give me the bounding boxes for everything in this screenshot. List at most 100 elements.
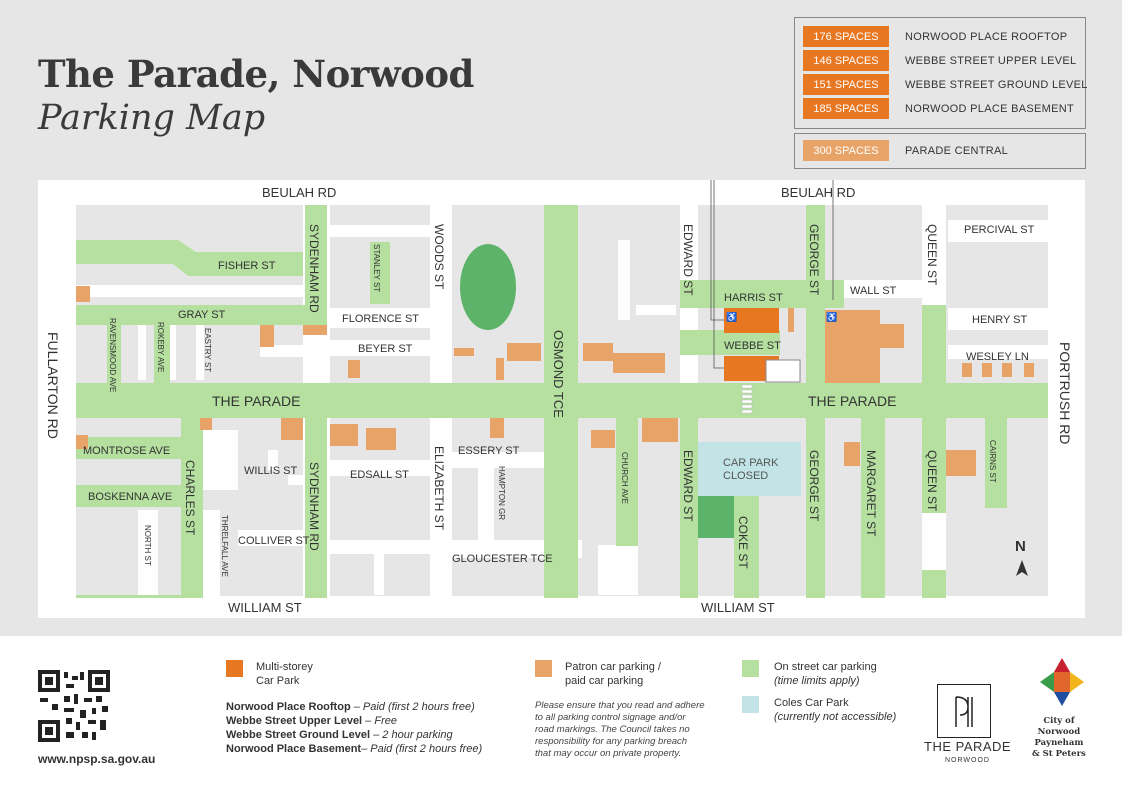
parade-central-legend: 300 SPACES PARADE CENTRAL: [794, 133, 1086, 169]
multi-storey-swatch: [226, 660, 243, 677]
parade-logo-icon: [937, 684, 991, 738]
road-label: GEORGE ST: [807, 224, 821, 296]
lane: [330, 308, 430, 328]
legend-row: 146 SPACES WEBBE STREET UPPER LEVEL: [803, 50, 1076, 71]
lane: [168, 310, 176, 380]
patron-lot: [642, 418, 678, 442]
road-label: HARRIS ST: [724, 292, 783, 304]
patron-lot: [281, 418, 303, 440]
patron-lot: [788, 308, 794, 332]
road-label: WILLIAM ST: [701, 600, 775, 615]
boskenna-ave-road: [76, 485, 181, 507]
carpark-info-note: – Paid (first 2 hours free): [350, 701, 475, 713]
road-label: THRELFALL AVE: [220, 515, 229, 577]
lane: [260, 345, 320, 357]
road-label: GRAY ST: [178, 309, 226, 321]
patron-lot: [490, 418, 504, 438]
road-label: BOSKENNA AVE: [88, 491, 172, 503]
road-label: BEULAH RD: [781, 185, 855, 200]
patron-lot: [76, 435, 88, 449]
spaces-badge: 185 SPACES: [803, 98, 889, 119]
carpark-info-row: Webbe Street Ground Level – 2 hour parki…: [226, 728, 453, 742]
roads: [38, 180, 1085, 618]
spaces-badge: 146 SPACES: [803, 50, 889, 71]
website-link[interactable]: www.npsp.sa.gov.au: [38, 752, 156, 766]
road-label: ESSERY ST: [458, 445, 520, 457]
patron-lot: [330, 424, 358, 446]
george-st-north-road: [806, 205, 825, 408]
patron-lot: [946, 450, 976, 476]
road-label: SYDENHAM RD: [307, 224, 321, 313]
lane: [330, 540, 430, 554]
lane: [200, 510, 220, 598]
road-label: BEULAH RD: [262, 185, 336, 200]
multi-storey-label: Multi-storey Car Park: [256, 661, 313, 687]
lane: [138, 310, 146, 380]
patron-lot: [260, 325, 274, 347]
spaces-badge: 176 SPACES: [803, 26, 889, 47]
road-label: COLLIVER ST: [238, 535, 310, 547]
lane: [374, 550, 384, 595]
george-st-south-road: [806, 418, 825, 598]
sydenham-rd-north-road: [305, 205, 327, 335]
road-label: CAIRNS ST: [988, 440, 997, 483]
rokeby-ave-road: [154, 322, 170, 385]
patron-lot: [303, 325, 327, 335]
road-label: ELIZABETH ST: [432, 446, 446, 531]
patron-lot: [591, 430, 615, 448]
road-label: QUEEN ST: [925, 450, 939, 512]
road-label: EDWARD ST: [681, 224, 695, 296]
coke-st-road: [734, 490, 759, 598]
patron-lot: [982, 363, 992, 377]
road-label: MONTROSE AVE: [83, 445, 170, 457]
portrush-rd-road: [1048, 180, 1085, 618]
patron-lot: [366, 428, 396, 450]
patron-lot: [507, 343, 541, 361]
carpark-info-note: – 2 hour parking: [370, 729, 453, 741]
norwood-place-carpark: [724, 308, 779, 333]
patron-lot: [348, 360, 360, 378]
council-logo-text: City of Norwood Payneham & St Peters: [1032, 716, 1086, 759]
carpark-info-name: Norwood Place Basement: [226, 743, 362, 755]
road-label: HAMPTON GR: [497, 466, 506, 520]
charles-st-road: [181, 418, 203, 598]
queen-st-south-end-road: [922, 570, 946, 598]
lane: [330, 225, 430, 237]
road-label: EDWARD ST: [681, 450, 695, 522]
page-title: The Parade, Norwood: [38, 52, 474, 96]
road-label: EASTRY ST: [203, 328, 212, 372]
leader-lines: [710, 180, 834, 369]
lane: [948, 345, 1048, 359]
road-label: PERCIVAL ST: [964, 224, 1035, 236]
road-label: CHURCH AVE: [620, 452, 629, 504]
patron-lot: [844, 442, 860, 466]
footer-legend: www.npsp.sa.gov.au Multi-storey Car Park…: [0, 636, 1122, 793]
road-label: THE PARADE: [212, 393, 300, 409]
road-label: NORTH ST: [143, 525, 152, 566]
lane: [828, 280, 923, 298]
street-labels: BEULAH RD BEULAH RD FISHER ST GRAY ST RA…: [45, 185, 1073, 615]
carpark-info-name: Norwood Place Rooftop: [226, 701, 351, 713]
road-label: BEYER ST: [358, 343, 413, 355]
woods-st-road: [430, 205, 452, 383]
carpark-info-note: – Free: [362, 715, 397, 727]
elizabeth-st-road: [430, 418, 452, 598]
road-label: CHARLES ST: [183, 460, 197, 536]
council-logo-icon: [1040, 658, 1084, 706]
patron-lot: [583, 343, 613, 361]
patron-label: Patron car parking / paid car parking: [565, 661, 661, 687]
minor-lanes: [76, 220, 1048, 598]
qr-code-icon[interactable]: [38, 670, 110, 742]
carpark-info-name: Webbe Street Ground Level: [226, 729, 371, 741]
queen-st-upper-road: [922, 205, 946, 305]
page-subtitle: Parking Map: [38, 98, 266, 138]
road-label: WOODS ST: [432, 224, 446, 290]
carpark-info-row: Webbe Street Upper Level – Free: [226, 714, 397, 728]
carpark-info-row: Norwood Place Rooftop – Paid (first 2 ho…: [226, 700, 475, 714]
carpark-name: WEBBE STREET UPPER LEVEL: [905, 54, 1077, 67]
multi-storey-legend: 176 SPACES NORWOOD PLACE ROOFTOP 146 SPA…: [794, 17, 1087, 129]
spaces-badge: 300 SPACES: [803, 140, 889, 161]
road-label: WILLIAM ST: [228, 600, 302, 615]
road-label: WESLEY LN: [966, 351, 1029, 363]
